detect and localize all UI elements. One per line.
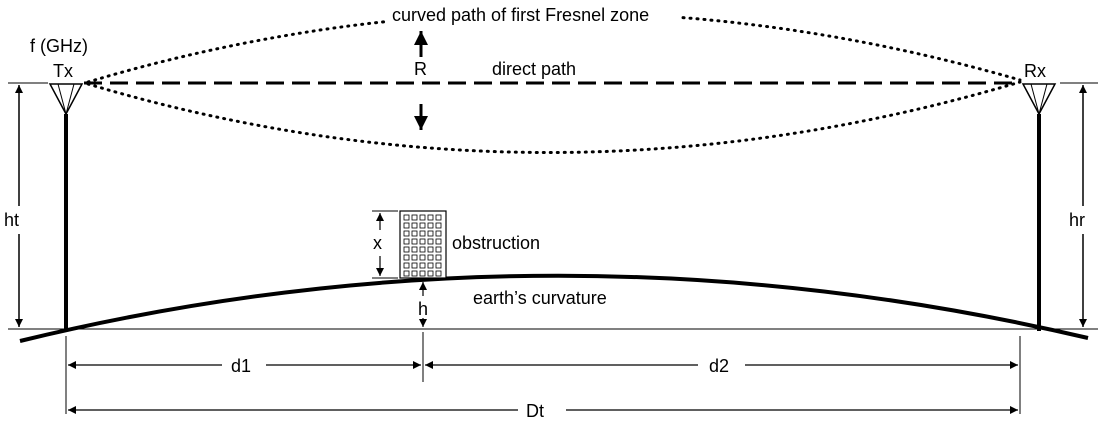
distance-dimensions — [65, 332, 1021, 414]
building-window — [411, 230, 418, 237]
building-window — [411, 246, 418, 253]
building-window — [419, 262, 426, 269]
building-window — [411, 254, 418, 261]
building-window — [427, 238, 434, 245]
rx-antenna — [1021, 83, 1057, 331]
d2-label: d2 — [709, 356, 729, 376]
building-window — [403, 254, 410, 261]
fresnel-path-label: curved path of first Fresnel zone — [392, 5, 649, 25]
building-window — [419, 254, 426, 261]
building-window — [403, 246, 410, 253]
obstruction-height-label: x — [373, 233, 382, 253]
building-window — [435, 254, 442, 261]
building-window — [403, 222, 410, 229]
obstruction-height-dimension — [372, 210, 398, 279]
building-window — [435, 230, 442, 237]
building-windows — [403, 214, 442, 277]
frequency-label: f (GHz) — [30, 36, 88, 56]
building-window — [427, 270, 434, 277]
building-window — [411, 222, 418, 229]
obstruction-label: obstruction — [452, 233, 540, 253]
building-window — [419, 270, 426, 277]
building-window — [435, 214, 442, 221]
tx-height-label: ht — [4, 210, 19, 230]
fresnel-radius-label: R — [414, 59, 427, 79]
rx-height-dimension — [1060, 82, 1098, 327]
earth-curvature-label: earth’s curvature — [473, 288, 607, 308]
building-window — [403, 262, 410, 269]
direct-path-label: direct path — [492, 59, 576, 79]
building-window — [419, 222, 426, 229]
building-window — [403, 238, 410, 245]
building-window — [435, 270, 442, 277]
building-window — [403, 230, 410, 237]
rx-antenna-icon — [1021, 83, 1057, 116]
building-window — [427, 222, 434, 229]
tx-height-dimension — [2, 82, 48, 327]
obstruction-building — [399, 210, 447, 279]
fresnel-label-backdrop — [388, 3, 680, 25]
building-window — [411, 238, 418, 245]
tx-antenna-icon — [48, 83, 84, 116]
building-window — [419, 230, 426, 237]
building-window — [427, 246, 434, 253]
building-window — [435, 262, 442, 269]
building-window — [411, 262, 418, 269]
tx-label: Tx — [53, 61, 73, 81]
tx-antenna — [48, 83, 84, 331]
building-window — [427, 230, 434, 237]
building-icon — [399, 210, 447, 279]
total-distance-label: Dt — [526, 401, 544, 421]
d1-label: d1 — [231, 356, 251, 376]
building-window — [419, 214, 426, 221]
rx-height-label: hr — [1069, 210, 1085, 230]
building-window — [411, 270, 418, 277]
building-window — [435, 238, 442, 245]
building-window — [419, 246, 426, 253]
building-window — [427, 214, 434, 221]
building-window — [403, 270, 410, 277]
fresnel-zone-lower — [86, 80, 1022, 154]
building-window — [411, 214, 418, 221]
rx-label: Rx — [1024, 61, 1046, 81]
building-window — [403, 214, 410, 221]
earth-curvature-arc — [19, 273, 1089, 343]
building-window — [435, 222, 442, 229]
building-window — [435, 246, 442, 253]
building-window — [427, 262, 434, 269]
building-window — [419, 238, 426, 245]
building-window — [427, 254, 434, 261]
earth-bulge-label: h — [418, 299, 428, 319]
